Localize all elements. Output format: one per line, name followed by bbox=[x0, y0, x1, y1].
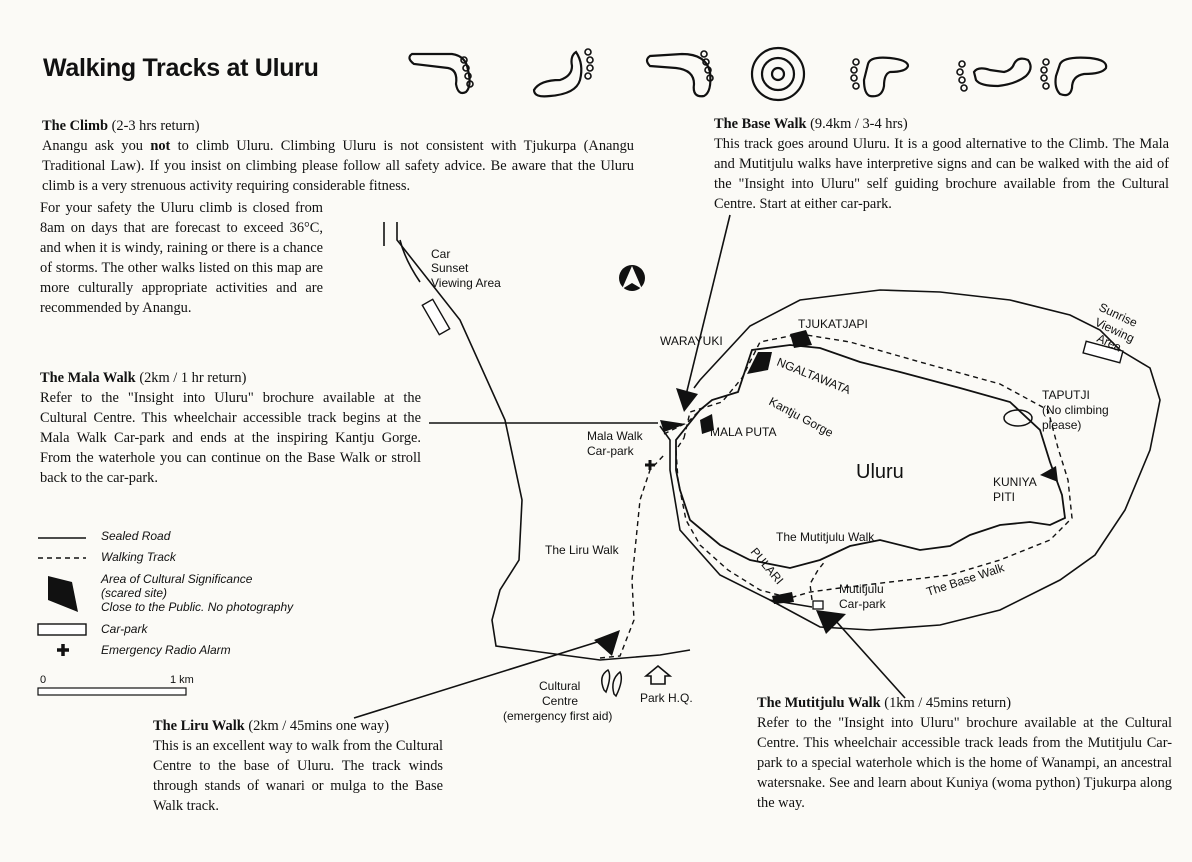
climb-section: The Climb (2-3 hrs return) Anangu ask yo… bbox=[42, 116, 634, 196]
arrow-mala-walk bbox=[660, 420, 686, 432]
liru-section: The Liru Walk (2km / 45mins one way) Thi… bbox=[153, 716, 443, 816]
sacred-site-tjukatjapi bbox=[790, 330, 812, 348]
mutitjulu-body: Refer to the "Insight into Uluru" brochu… bbox=[757, 715, 1172, 812]
mutitjulu-section: The Mutitjulu Walk (1km / 45mins return)… bbox=[757, 693, 1172, 814]
arrow-mutitjulu-walk bbox=[816, 610, 846, 634]
legend-cultural-swatch bbox=[48, 576, 78, 612]
emergency-radio-icon bbox=[645, 460, 655, 470]
climb-safety: For your safety the Uluru climb is close… bbox=[40, 200, 323, 317]
legend-carpark: Car-park bbox=[101, 622, 148, 636]
uluru-ring-road bbox=[693, 289, 1161, 631]
mutitjulu-meta: (1km / 45mins return) bbox=[884, 695, 1011, 711]
climb-text-b: to climb Uluru. Climbing Uluru is not co… bbox=[42, 138, 634, 195]
label-park-hq: Park H.Q. bbox=[640, 691, 693, 705]
legend-cultural-area: Area of Cultural Significance (scared si… bbox=[101, 572, 293, 614]
label-sunset-2: Viewing Area bbox=[431, 276, 501, 290]
sacred-site-kuniya bbox=[1040, 466, 1058, 482]
label-mutitjulu-cp-2: Car-park bbox=[839, 597, 887, 611]
footprint-icon bbox=[532, 50, 583, 98]
label-cc-1: Cultural bbox=[539, 679, 580, 693]
label-uluru: Uluru bbox=[856, 461, 904, 483]
scale-start: 0 bbox=[40, 674, 46, 686]
mala-body: Refer to the "Insight into Uluru" brochu… bbox=[40, 390, 421, 487]
pointer-line bbox=[685, 214, 731, 396]
pointer-line bbox=[834, 619, 906, 699]
base-heading: The Base Walk bbox=[714, 116, 807, 132]
arrow-base-walk bbox=[676, 388, 698, 412]
label-base-walk: The Base Walk bbox=[925, 560, 1007, 599]
label-mutitjulu-walk: The Mutitjulu Walk bbox=[776, 530, 875, 544]
uluru-outline bbox=[675, 344, 1066, 569]
cultural-centre-icon bbox=[601, 668, 623, 698]
scale-bar bbox=[37, 687, 187, 696]
label-kuniya-2: PITI bbox=[993, 490, 1015, 504]
label-mala-puta: MALA PUTA bbox=[710, 425, 776, 439]
sacred-site-pulari bbox=[772, 592, 794, 604]
mala-heading: The Mala Walk bbox=[40, 370, 136, 386]
page-title: Walking Tracks at Uluru bbox=[43, 54, 319, 82]
label-tjukatjapi: TJUKATJAPI bbox=[798, 317, 868, 331]
climb-heading: The Climb bbox=[42, 118, 108, 134]
mala-meta: (2km / 1 hr return) bbox=[139, 370, 247, 386]
label-taputji-2: (No climbing bbox=[1042, 403, 1109, 417]
climb-meta: (2-3 hrs return) bbox=[111, 118, 200, 134]
label-mala-carpark-2: Car-park bbox=[587, 444, 635, 458]
label-cc-2: Centre bbox=[542, 694, 578, 708]
label-ngaltawata: NGALTAWATA bbox=[775, 355, 853, 397]
legend-radio: Emergency Radio Alarm bbox=[101, 643, 231, 657]
label-kuniya-1: KUNIYA bbox=[993, 475, 1037, 489]
legend-cultural-line2: (scared site) bbox=[101, 586, 168, 600]
legend-cultural-line3: Close to the Public. No photography bbox=[101, 600, 294, 614]
mala-walk-track bbox=[663, 409, 701, 435]
base-walk-track bbox=[675, 333, 1073, 599]
liru-walk-track bbox=[599, 454, 665, 659]
liru-meta: (2km / 45mins one way) bbox=[248, 718, 390, 734]
arrow-liru-walk bbox=[594, 630, 620, 656]
label-kantju: Kantju Gorge bbox=[767, 394, 836, 440]
base-body: This track goes around Uluru. It is a go… bbox=[714, 136, 1169, 213]
label-sunset-1: Sunset bbox=[431, 261, 469, 275]
scale-end: 1 km bbox=[170, 674, 194, 686]
climb-not: not bbox=[150, 138, 171, 155]
footprint-icon bbox=[1054, 56, 1108, 97]
label-car: Car bbox=[431, 247, 450, 261]
label-taputji-3: please) bbox=[1042, 418, 1081, 432]
liru-body: This is an excellent way to walk from th… bbox=[153, 738, 443, 815]
base-section: The Base Walk (9.4km / 3-4 hrs) This tra… bbox=[714, 114, 1169, 214]
sunset-carpark bbox=[421, 298, 451, 336]
footprint-decoration bbox=[408, 46, 1108, 102]
taputji-rock bbox=[1003, 409, 1033, 427]
base-meta: (9.4km / 3-4 hrs) bbox=[810, 116, 908, 132]
waterhole-icon bbox=[750, 46, 806, 102]
mala-section: The Mala Walk (2km / 1 hr return) Refer … bbox=[40, 368, 421, 489]
footprint-icon bbox=[862, 56, 910, 98]
label-cc-3: (emergency first aid) bbox=[503, 709, 612, 723]
pointer-line bbox=[353, 637, 611, 719]
sealed-road bbox=[399, 239, 421, 283]
legend-carpark-swatch bbox=[37, 623, 87, 636]
sacred-site-mala bbox=[700, 414, 714, 434]
mutitjulu-walk-track bbox=[809, 559, 827, 601]
climb-text-a: Anangu ask you bbox=[42, 138, 151, 155]
label-liru-walk: The Liru Walk bbox=[545, 543, 620, 557]
label-taputji-1: TAPUTJI bbox=[1042, 388, 1090, 402]
footprint-icon bbox=[972, 57, 1032, 88]
mutitjulu-carpark bbox=[812, 600, 824, 610]
sealed-road bbox=[396, 222, 691, 661]
mutitjulu-heading: The Mutitjulu Walk bbox=[757, 695, 881, 711]
label-mala-carpark-1: Mala Walk bbox=[587, 429, 644, 443]
park-hq-icon bbox=[643, 664, 673, 685]
legend-sealed-road: Sealed Road bbox=[101, 529, 171, 543]
legend-radio-swatch bbox=[57, 644, 69, 656]
sealed-road bbox=[659, 425, 813, 608]
liru-heading: The Liru Walk bbox=[153, 718, 245, 734]
legend-cultural-line1: Area of Cultural Significance bbox=[101, 572, 253, 586]
label-mutitjulu-cp-1: Mutitjulu bbox=[839, 582, 884, 596]
label-warayuki: WARAYUKI bbox=[660, 334, 723, 348]
sacred-site-warayuki bbox=[747, 352, 772, 374]
sunrise-carpark bbox=[1082, 340, 1124, 364]
legend-walking-track: Walking Track bbox=[101, 550, 176, 564]
